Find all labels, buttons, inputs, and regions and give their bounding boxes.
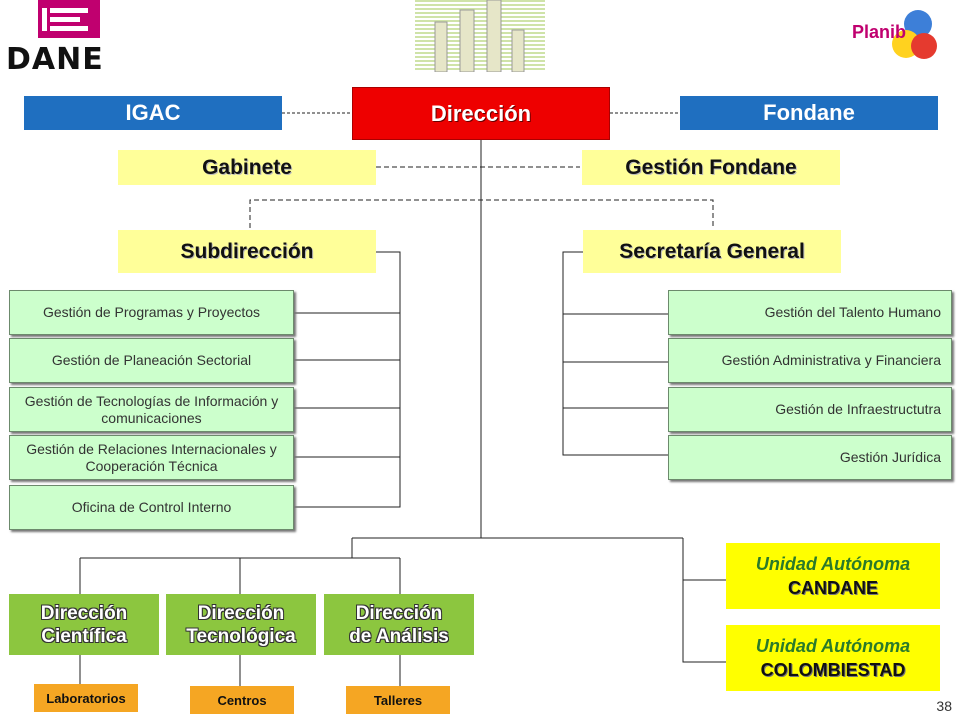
- direccion-cientifica-line2: Científica: [41, 625, 127, 647]
- direccion-box: Dirección: [352, 87, 610, 140]
- subdireccion-item: Gestión de Relaciones Internacionales y …: [9, 435, 294, 480]
- talleres-box: Talleres: [346, 686, 450, 714]
- dane-logo-text: DANE: [6, 42, 104, 77]
- subdireccion-item: Gestión de Programas y Proyectos: [9, 290, 294, 335]
- planib-logo: [880, 6, 950, 66]
- secretaria-item: Gestión de Infraestructutra: [668, 387, 952, 432]
- building-graphic: [415, 0, 545, 73]
- direccion-cientifica-box: Dirección Científica: [9, 594, 159, 655]
- unidad-colombiestad-box: Unidad Autónoma COLOMBIESTAD: [726, 625, 940, 691]
- secretaria-general-box: Secretaría General: [583, 230, 841, 273]
- fondane-box: Fondane: [680, 96, 938, 130]
- direccion-analisis-box: Dirección de Análisis: [324, 594, 474, 655]
- dane-logo: [0, 0, 110, 72]
- laboratorios-box: Laboratorios: [34, 684, 138, 712]
- unidad-candane-line1: Unidad Autónoma: [755, 554, 911, 574]
- direccion-analisis-line2: de Análisis: [349, 625, 449, 647]
- page-number: 38: [936, 698, 952, 714]
- igac-box: IGAC: [24, 96, 282, 130]
- planib-text: Planib: [852, 22, 907, 42]
- direccion-tecnologica-line1: Dirección: [197, 602, 285, 624]
- centros-box: Centros: [190, 686, 294, 714]
- subdireccion-item: Gestión de Planeación Sectorial: [9, 338, 294, 383]
- direccion-tecnologica-line2: Tecnológica: [186, 625, 296, 647]
- unidad-colombiestad-line2: COLOMBIESTAD: [760, 660, 906, 680]
- gestion-fondane-box: Gestión Fondane: [582, 150, 840, 185]
- gabinete-box: Gabinete: [118, 150, 376, 185]
- subdireccion-item: Gestión de Tecnologías de Información y …: [9, 387, 294, 432]
- secretaria-item: Gestión Administrativa y Financiera: [668, 338, 952, 383]
- unidad-candane-line2: CANDANE: [788, 578, 878, 598]
- secretaria-item: Gestión Jurídica: [668, 435, 952, 480]
- unidad-colombiestad-line1: Unidad Autónoma: [755, 636, 911, 656]
- subdireccion-item: Oficina de Control Interno: [9, 485, 294, 530]
- secretaria-item: Gestión del Talento Humano: [668, 290, 952, 335]
- subdireccion-box: Subdirección: [118, 230, 376, 273]
- direccion-tecnologica-box: Dirección Tecnológica: [166, 594, 316, 655]
- unidad-candane-box: Unidad Autónoma CANDANE: [726, 543, 940, 609]
- direccion-cientifica-line1: Dirección: [40, 602, 128, 624]
- direccion-analisis-line1: Dirección: [355, 602, 443, 624]
